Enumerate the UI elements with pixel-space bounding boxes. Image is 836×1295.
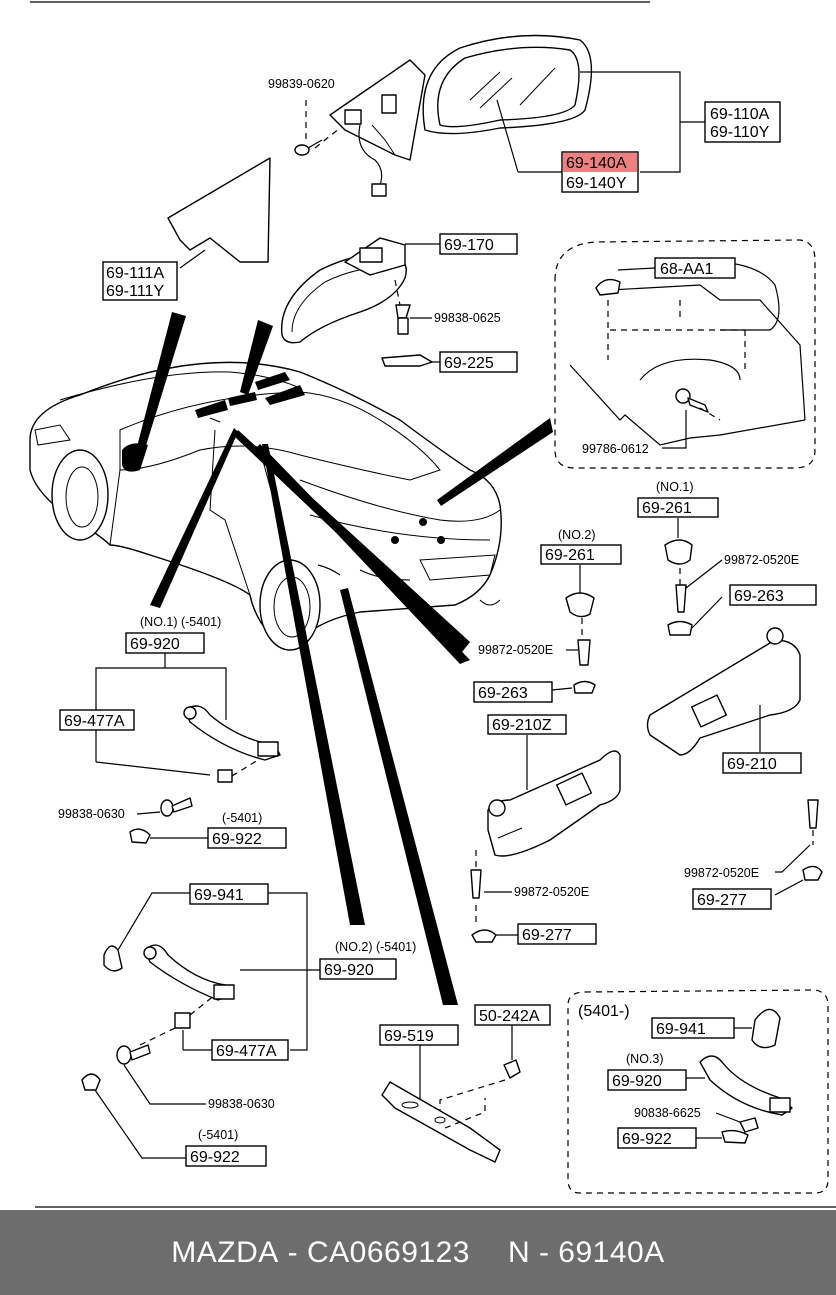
label-69-941-b: 69-941 xyxy=(656,1021,706,1038)
trunk-lid-inner xyxy=(569,261,806,446)
label-69-170: 69-170 xyxy=(444,237,494,254)
label-neg5401-b: (-5401) xyxy=(198,1128,238,1142)
label-69-263-b: 69-263 xyxy=(478,685,528,702)
screw-99872-0520E-a xyxy=(675,584,687,613)
label-5401-variant: (5401-) xyxy=(578,1003,630,1020)
label-99872-0520E-c: 99872-0520E xyxy=(514,885,589,899)
assist-grip-69-920-b xyxy=(143,944,235,1001)
screw-99839-0620 xyxy=(294,100,341,156)
screw-99838-0630-b xyxy=(116,1044,151,1065)
label-69-277-b: 69-277 xyxy=(697,892,747,909)
label-no1-5401: (NO.1) (-5401) xyxy=(140,615,221,629)
label-no2-a: (NO.2) xyxy=(558,528,596,542)
cover-69-941-b xyxy=(751,1008,781,1049)
label-90838-6625: 90838-6625 xyxy=(634,1106,701,1120)
cap-69-922-b xyxy=(81,1073,101,1091)
label-99839-0620: 99839-0620 xyxy=(268,77,335,91)
label-68-AA1: 68-AA1 xyxy=(660,261,713,278)
footer-separator: - xyxy=(278,1235,307,1269)
cap-69-922-a xyxy=(129,828,151,844)
footer-ref-number: N - 69140A xyxy=(507,1235,665,1269)
rear-view-mirror-69-170 xyxy=(280,237,407,344)
label-neg5401-a: (-5401) xyxy=(222,811,262,825)
label-69-941-a: 69-941 xyxy=(194,887,244,904)
cap-69-922-c xyxy=(721,1129,749,1144)
grommet-68-AA1 xyxy=(595,278,621,296)
label-69-519: 69-519 xyxy=(384,1028,434,1045)
label-69-920-a: 69-920 xyxy=(130,636,180,653)
screw-99838-0625 xyxy=(394,279,411,335)
label-69-111A: 69-111A xyxy=(106,265,164,282)
cap-69-277-b xyxy=(802,865,823,881)
label-69-477A-a: 69-477A xyxy=(64,713,125,730)
label-69-277-a: 69-277 xyxy=(522,927,572,944)
trunk-detail-panel xyxy=(554,239,816,469)
label-69-110Y: 69-110Y xyxy=(710,124,770,141)
variant-5401-panel xyxy=(567,989,829,1194)
label-no3: (NO.3) xyxy=(626,1052,664,1066)
label-69-140A: 69-140A xyxy=(566,155,627,172)
label-99838-0630-a: 99838-0630 xyxy=(58,807,125,821)
label-69-110A: 69-110A xyxy=(710,106,770,123)
screw-99838-0630-a xyxy=(160,797,193,817)
label-69-210: 69-210 xyxy=(727,756,777,773)
cap-69-263-a xyxy=(667,620,693,636)
label-99786-0612: 99786-0612 xyxy=(582,442,649,456)
label-69-225: 69-225 xyxy=(444,355,494,372)
nut-50-242A xyxy=(503,1059,521,1079)
highlight-69-140A xyxy=(563,153,637,172)
label-69-477A-b: 69-477A xyxy=(216,1043,277,1060)
bracket-69-477A-b xyxy=(174,1012,191,1029)
part-info-footer: MAZDA - CA0669123 N - 69140A xyxy=(0,1210,836,1295)
cap-69-263-b xyxy=(573,680,596,694)
screw-90838-6625 xyxy=(739,1117,759,1133)
screw-99786-0612 xyxy=(675,388,721,421)
screw-99872-0520E-c xyxy=(470,869,482,899)
exploded-parts-diagram: 69-110A 69-110Y 69-140A 69-140Y 99839-06… xyxy=(29,1,836,1208)
label-99872-0520E-d: 99872-0520E xyxy=(684,866,759,880)
label-99872-0520E-a: 99872-0520E xyxy=(724,553,799,567)
bracket-69-477A-a xyxy=(217,769,233,783)
holder-69-261-a xyxy=(664,539,693,565)
door-mirror-assembly xyxy=(329,34,593,197)
screw-99872-0520E-b xyxy=(577,639,591,666)
leader-wedges xyxy=(133,312,553,1005)
footer-brand: MAZDA xyxy=(171,1235,279,1269)
label-no1-a: (NO.1) xyxy=(656,480,694,494)
cover-69-941-a xyxy=(103,945,123,972)
clip-69-225 xyxy=(381,354,433,367)
label-69-261-b: 69-261 xyxy=(545,547,595,564)
label-69-922-a: 69-922 xyxy=(212,831,262,848)
label-69-111Y: 69-111Y xyxy=(106,283,164,300)
label-69-920-b: 69-920 xyxy=(324,962,374,979)
label-69-922-c: 69-922 xyxy=(622,1131,672,1148)
label-69-920-c: 69-920 xyxy=(612,1073,662,1090)
sun-visor-69-210Z xyxy=(487,750,621,857)
label-69-261-a: 69-261 xyxy=(642,500,692,517)
label-99838-0630-b: 99838-0630 xyxy=(208,1097,275,1111)
garnish-69-111 xyxy=(167,157,271,263)
assist-grip-69-920-a xyxy=(183,705,281,761)
footer-part-number: CA0669123 xyxy=(306,1235,470,1269)
label-no2-5401: (NO.2) (-5401) xyxy=(335,940,416,954)
screw-99872-0520E-d xyxy=(807,799,819,829)
sun-visor-69-210 xyxy=(646,627,801,756)
bracket-69-519 xyxy=(381,1081,501,1163)
label-99838-0625: 99838-0625 xyxy=(434,311,501,325)
label-69-140Y: 69-140Y xyxy=(566,175,627,192)
assist-grip-69-920-c xyxy=(699,1055,793,1116)
label-50-242A: 50-242A xyxy=(479,1008,540,1025)
label-69-263-a: 69-263 xyxy=(734,588,784,605)
holder-69-261-b xyxy=(565,592,595,618)
cap-69-277-a xyxy=(471,929,497,943)
label-69-210Z: 69-210Z xyxy=(492,717,552,734)
label-box-69-110 xyxy=(704,101,781,143)
label-69-922-b: 69-922 xyxy=(190,1149,240,1166)
label-99872-0520E-b: 99872-0520E xyxy=(478,643,553,657)
